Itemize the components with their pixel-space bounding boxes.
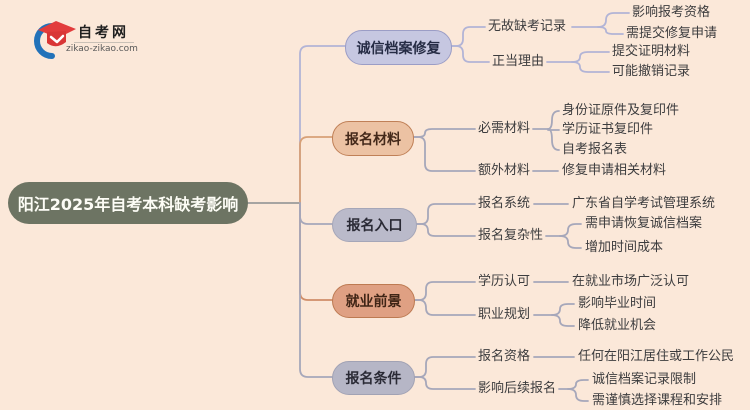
leaf-node-label: 增加时间成本 bbox=[585, 240, 664, 255]
leaf-node-label: 影响毕业时间 bbox=[578, 296, 657, 311]
site-name: 自考网 bbox=[78, 25, 129, 41]
leaf-node-label: 需提交修复申请 bbox=[626, 26, 718, 41]
leaf-node-label: 自考报名表 bbox=[562, 142, 628, 157]
sub-node-label: 影响后续报名 bbox=[478, 381, 557, 396]
leaf-node-label: 诚信档案记录限制 bbox=[592, 372, 697, 387]
sub-node-label: 无故缺考记录 bbox=[488, 19, 567, 34]
fork-line bbox=[559, 223, 582, 237]
leaf-node-label: 需申请恢复诚信档案 bbox=[585, 216, 703, 231]
leaf-node-label: 需谨慎选择课程和安排 bbox=[592, 393, 723, 408]
fork-line bbox=[571, 61, 610, 73]
leaf-node-label: 修复申请相关材料 bbox=[562, 163, 667, 178]
sub-node-label: 报名资格 bbox=[478, 349, 531, 364]
fork-line bbox=[547, 128, 560, 151]
fork-line bbox=[412, 376, 476, 390]
leaf-node-label: 可能撤销记录 bbox=[612, 64, 691, 79]
leaf-node-label: 提交证明材料 bbox=[612, 44, 691, 59]
branch-3-connector bbox=[299, 202, 333, 225]
site-logo: 自考网 zikao-zikao.com bbox=[28, 18, 158, 66]
fork-line bbox=[597, 26, 624, 35]
fork-line bbox=[411, 128, 476, 138]
graduation-cap-icon bbox=[34, 21, 76, 59]
fork-line bbox=[414, 223, 476, 237]
leaf-node-label: 任何在阳江居住或工作公民 bbox=[578, 349, 735, 364]
fork-line bbox=[414, 203, 476, 225]
sub-node-label: 额外材料 bbox=[478, 163, 531, 178]
branch-2-connector bbox=[299, 136, 333, 204]
leaf-node-label: 学历证书复印件 bbox=[562, 122, 654, 137]
fork-line bbox=[412, 281, 476, 301]
leaf-node-label: 影响报考资格 bbox=[632, 5, 711, 20]
sub-node-label: 报名系统 bbox=[478, 196, 531, 211]
fork-line bbox=[567, 388, 589, 402]
sub-node-label: 学历认可 bbox=[478, 274, 531, 289]
fork-line bbox=[411, 136, 476, 172]
logo-divider bbox=[74, 42, 134, 43]
fork-line bbox=[571, 51, 610, 63]
branch-5-connector bbox=[299, 202, 333, 378]
branch-pill-registration-conditions: 报名条件 bbox=[332, 361, 415, 395]
branch-1-connector bbox=[299, 45, 346, 204]
fork-line bbox=[597, 12, 630, 28]
leaf-node-label: 身份证原件及复印件 bbox=[562, 103, 680, 118]
fork-line bbox=[567, 379, 589, 390]
branch-pill-registration-materials: 报名材料 bbox=[332, 121, 414, 156]
fork-line bbox=[547, 110, 560, 130]
leaf-node-label: 在就业市场广泛认可 bbox=[572, 274, 690, 289]
fork-line bbox=[551, 303, 575, 316]
site-url: zikao-zikao.com bbox=[66, 44, 138, 54]
branch-pill-honesty-file-repair: 诚信档案修复 bbox=[345, 30, 452, 65]
sub-node-label: 报名复杂性 bbox=[478, 228, 544, 243]
fork-line bbox=[449, 26, 486, 47]
fork-line bbox=[449, 45, 490, 63]
fork-line bbox=[559, 235, 582, 249]
sub-node-label: 必需材料 bbox=[478, 121, 531, 136]
fork-line bbox=[412, 299, 476, 316]
root-topic: 阳江2025年自考本科缺考影响 bbox=[8, 182, 248, 224]
leaf-node-label: 降低就业机会 bbox=[578, 318, 657, 333]
branch-pill-registration-entrance: 报名入口 bbox=[332, 208, 417, 242]
branch-4-connector bbox=[299, 202, 333, 301]
leaf-node-label: 广东省自学考试管理系统 bbox=[572, 196, 716, 211]
fork-line bbox=[412, 356, 476, 378]
sub-node-label: 职业规划 bbox=[478, 307, 531, 322]
sub-node-label: 正当理由 bbox=[492, 54, 545, 69]
branch-pill-employment-prospects: 就业前景 bbox=[332, 284, 415, 318]
fork-line bbox=[551, 314, 575, 327]
